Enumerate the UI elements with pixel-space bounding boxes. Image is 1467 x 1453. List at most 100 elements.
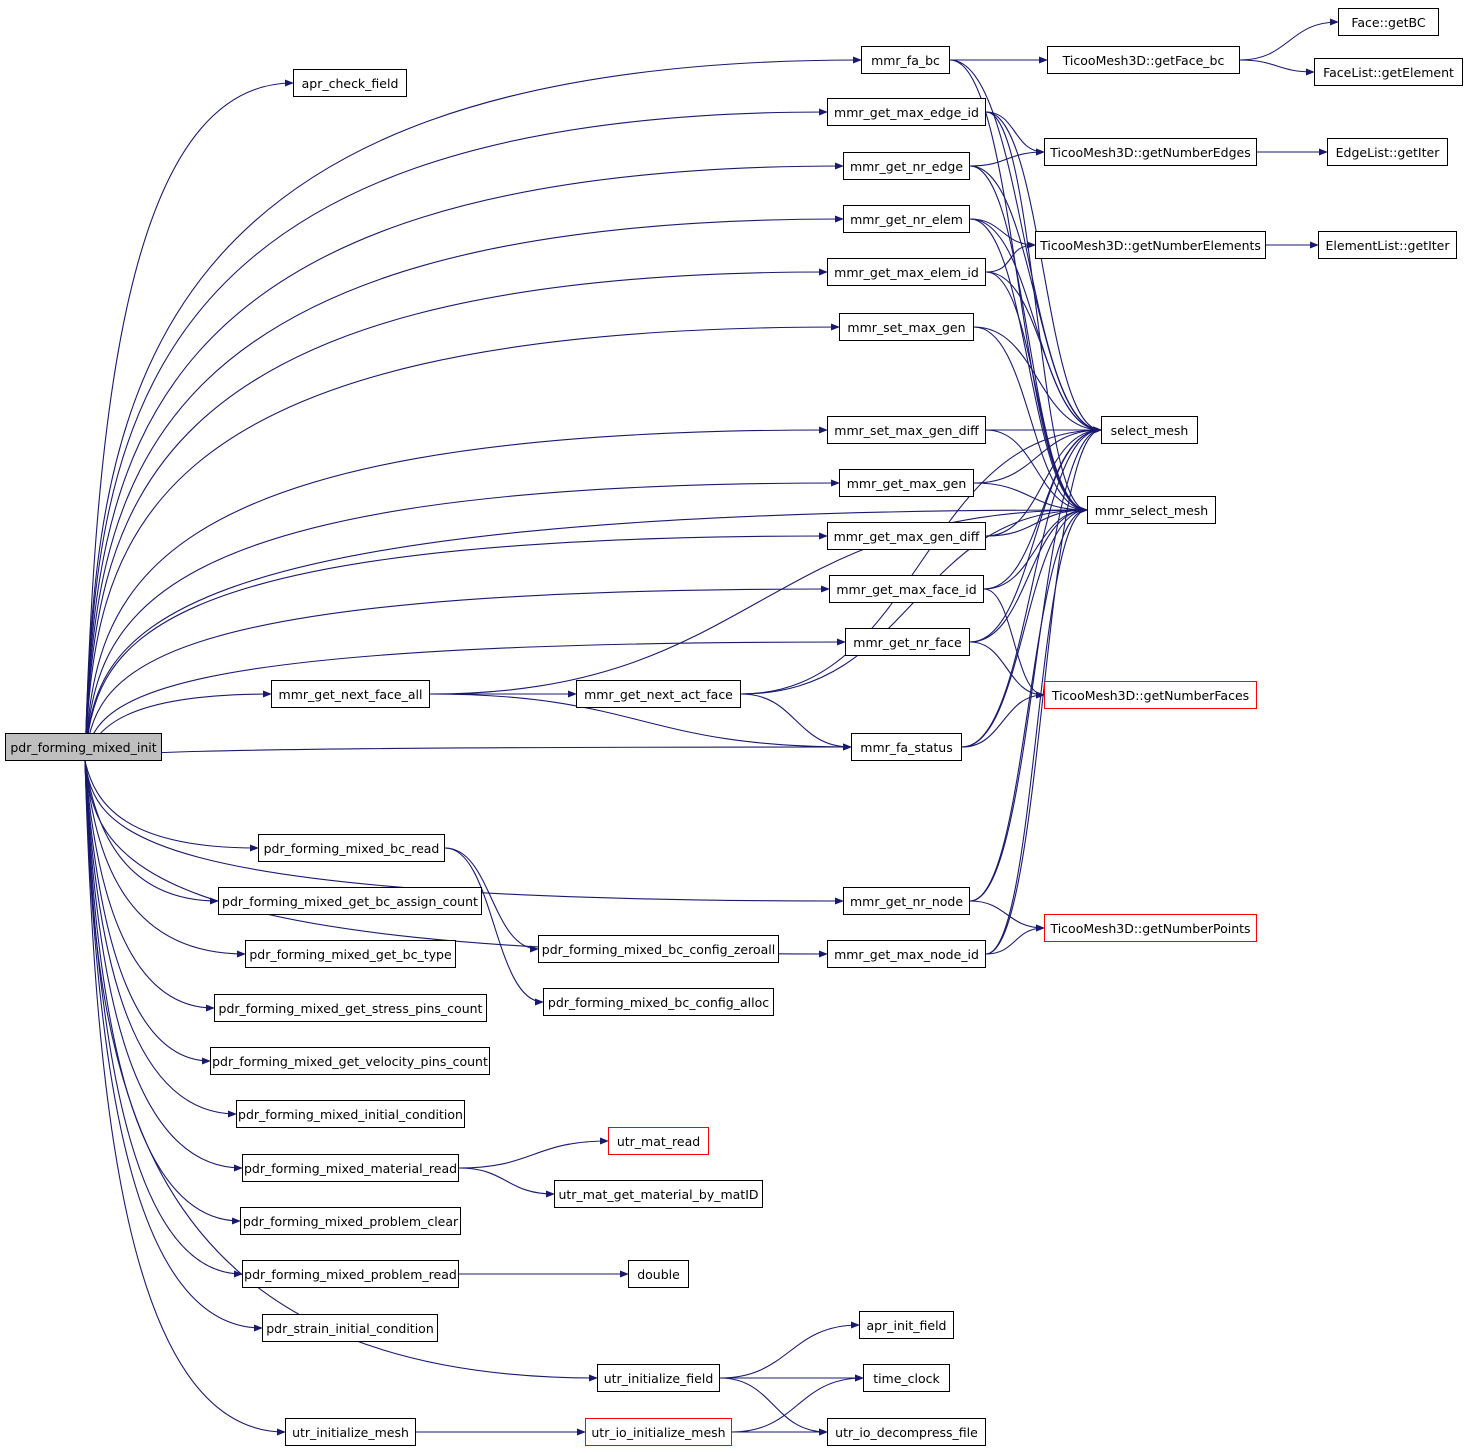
node-pdr-forming-mixed-get-stress-pins-count[interactable]: pdr_forming_mixed_get_stress_pins_count	[214, 994, 487, 1022]
edge-root-to-mmr-get-max-gen-diff	[84, 532, 828, 762]
edge-root-to-pdr-forming-mixed-get-stress-pins-count	[84, 760, 215, 1012]
node-pdr-forming-mixed-get-bc-type[interactable]: pdr_forming_mixed_get_bc_type	[245, 940, 456, 968]
node-mmr-get-max-face-id[interactable]: mmr_get_max_face_id	[829, 575, 984, 603]
edge-root-to-mmr-fa-bc	[84, 56, 862, 762]
edge-root-to-mmr-get-max-edge-id	[84, 108, 828, 762]
edge-root-to-mmr-get-max-face-id	[84, 585, 830, 762]
edge-mmr-get-nr-edge-to-select-mesh	[969, 165, 1102, 434]
edge-mmr-get-max-elem-id-to-select-mesh	[985, 271, 1102, 434]
node-utr-io-decompress-file[interactable]: utr_io_decompress_file	[827, 1418, 986, 1446]
edge-mmr-get-max-edge-id-to-getnumberedges	[985, 111, 1045, 156]
edge-root-to-mmr-get-max-elem-id	[84, 268, 828, 762]
node-pdr-forming-mixed-initial-condition[interactable]: pdr_forming_mixed_initial_condition	[236, 1100, 465, 1128]
node-select-mesh[interactable]: select_mesh	[1101, 416, 1198, 444]
node-time-clock[interactable]: time_clock	[863, 1364, 950, 1392]
node-mmr-fa-bc[interactable]: mmr_fa_bc	[861, 46, 950, 74]
edge-pdr-forming-mixed-material-read-to-utr-mat-get-material-by-matid	[458, 1167, 555, 1198]
node-mmr-get-nr-node[interactable]: mmr_get_nr_node	[843, 887, 970, 915]
edge-getface-bc-to-facelist-getelement	[1239, 59, 1315, 76]
node-mmr-get-nr-face[interactable]: mmr_get_nr_face	[845, 628, 970, 656]
node-mmr-get-nr-elem[interactable]: mmr_get_nr_elem	[843, 205, 970, 233]
node-face-getbc[interactable]: Face::getBC	[1338, 8, 1439, 36]
node-utr-initialize-mesh[interactable]: utr_initialize_mesh	[285, 1418, 416, 1446]
node-utr-mat-read[interactable]: utr_mat_read	[608, 1127, 709, 1155]
edge-pdr-forming-mixed-material-read-to-utr-mat-read	[458, 1137, 609, 1169]
edge-root-to-utr-initialize-mesh	[84, 760, 286, 1436]
node-pdr-strain-initial-condition[interactable]: pdr_strain_initial_condition	[262, 1314, 438, 1342]
edge-mmr-get-next-face-all-to-mmr-fa-status	[429, 693, 852, 751]
node-mmr-get-max-elem-id[interactable]: mmr_get_max_elem_id	[827, 258, 986, 286]
edge-mmr-set-max-gen-to-mmr-select-mesh	[973, 326, 1088, 514]
edge-getface-bc-to-face-getbc	[1239, 18, 1339, 61]
edge-root-to-pdr-strain-initial-condition	[84, 760, 263, 1332]
edge-pdr-forming-mixed-bc-read-to-pdr-forming-mixed-bc-config-zeroall	[444, 847, 539, 953]
edge-root-to-pdr-forming-mixed-bc-read	[84, 760, 259, 852]
node-mmr-get-next-face-all[interactable]: mmr_get_next_face_all	[271, 680, 430, 708]
edge-mmr-get-max-edge-id-to-mmr-select-mesh	[985, 111, 1088, 514]
node-edgelist-getiter[interactable]: EdgeList::getIter	[1327, 138, 1448, 166]
edge-mmr-get-max-gen-diff-to-select-mesh	[985, 426, 1102, 537]
edge-root-to-mmr-get-nr-elem	[84, 215, 844, 762]
edge-root-to-pdr-forming-mixed-material-read	[84, 760, 243, 1172]
node-mmr-get-nr-edge[interactable]: mmr_get_nr_edge	[843, 152, 970, 180]
node-pdr-forming-mixed-problem-clear[interactable]: pdr_forming_mixed_problem_clear	[240, 1207, 461, 1235]
node-mmr-select-mesh[interactable]: mmr_select_mesh	[1087, 496, 1216, 524]
node-pdr-forming-mixed-get-velocity-pins-count[interactable]: pdr_forming_mixed_get_velocity_pins_coun…	[210, 1047, 490, 1075]
node-utr-mat-get-material-by-matid[interactable]: utr_mat_get_material_by_matID	[554, 1180, 763, 1208]
edge-mmr-get-next-act-face-to-mmr-fa-status	[740, 693, 852, 751]
node-facelist-getelement[interactable]: FaceList::getElement	[1314, 58, 1463, 86]
edge-mmr-get-max-node-id-to-mmr-select-mesh	[985, 506, 1088, 955]
node-mmr-get-max-edge-id[interactable]: mmr_get_max_edge_id	[827, 98, 986, 126]
node-pdr-forming-mixed-bc-read[interactable]: pdr_forming_mixed_bc_read	[258, 834, 445, 862]
node-mmr-set-max-gen-diff[interactable]: mmr_set_max_gen_diff	[827, 416, 986, 444]
node-pdr-forming-mixed-material-read[interactable]: pdr_forming_mixed_material_read	[242, 1154, 459, 1182]
node-mmr-fa-status[interactable]: mmr_fa_status	[851, 733, 962, 761]
node-ticoomesh3d-getface-bc[interactable]: TicooMesh3D::getFace_bc	[1047, 46, 1240, 74]
node-ticoomesh3d-getnumberfaces[interactable]: TicooMesh3D::getNumberFaces	[1044, 681, 1257, 709]
edge-root-to-apr-check-field	[84, 79, 294, 762]
edge-mmr-get-nr-face-to-getnumberfaces	[969, 641, 1045, 699]
node-mmr-get-next-act-face[interactable]: mmr_get_next_act_face	[576, 680, 741, 708]
node-pdr-forming-mixed-bc-config-alloc[interactable]: pdr_forming_mixed_bc_config_alloc	[543, 988, 774, 1016]
node-pdr-forming-mixed-problem-read[interactable]: pdr_forming_mixed_problem_read	[242, 1260, 459, 1288]
node-elementlist-getiter[interactable]: ElementList::getIter	[1318, 231, 1457, 259]
node-pdr-forming-mixed-bc-config-zeroall[interactable]: pdr_forming_mixed_bc_config_zeroall	[538, 935, 779, 963]
edge-root-to-pdr-forming-mixed-get-bc-type	[84, 760, 246, 958]
edge-mmr-fa-status-to-getnumberfaces	[961, 691, 1045, 748]
node-ticoomesh3d-getnumberelements[interactable]: TicooMesh3D::getNumberElements	[1035, 231, 1266, 259]
edge-root-to-mmr-set-max-gen	[84, 323, 840, 762]
edge-utr-initialize-field-to-apr-init-field	[719, 1321, 860, 1379]
node-ticoomesh3d-getnumberpoints[interactable]: TicooMesh3D::getNumberPoints	[1044, 914, 1257, 942]
edge-mmr-set-max-gen-to-select-mesh	[973, 326, 1102, 434]
node-utr-initialize-field[interactable]: utr_initialize_field	[597, 1364, 720, 1392]
edge-pdr-forming-mixed-bc-read-to-pdr-forming-mixed-bc-config-alloc	[444, 847, 544, 1006]
edge-mmr-get-max-elem-id-to-getnumberelements	[985, 241, 1036, 273]
edge-root-to-pdr-forming-mixed-get-bc-assign-count	[84, 760, 219, 905]
node-mmr-get-max-gen-diff[interactable]: mmr_get_max_gen_diff	[827, 522, 986, 550]
edge-root-to-mmr-get-nr-edge	[84, 162, 844, 762]
edge-mmr-get-nr-edge-to-getnumberedges	[969, 148, 1045, 167]
node-utr-io-initialize-mesh[interactable]: utr_io_initialize_mesh	[585, 1418, 732, 1446]
edge-root-to-pdr-forming-mixed-get-velocity-pins-count	[84, 760, 211, 1065]
node-double[interactable]: double	[628, 1260, 689, 1288]
edge-root-to-utr-initialize-field	[84, 760, 598, 1382]
edge-mmr-get-max-node-id-to-select-mesh	[985, 426, 1102, 955]
node-mmr-set-max-gen[interactable]: mmr_set_max_gen	[839, 313, 974, 341]
edge-mmr-get-nr-face-to-mmr-select-mesh	[969, 506, 1088, 643]
node-apr-check-field[interactable]: apr_check_field	[293, 69, 407, 97]
edge-mmr-get-next-face-all-to-mmr-select-mesh	[429, 506, 1088, 695]
node-pdr-forming-mixed-init: pdr_forming_mixed_init	[5, 733, 162, 761]
edge-utr-io-initialize-mesh-to-time-clock	[731, 1374, 864, 1433]
edge-mmr-get-max-face-id-to-mmr-select-mesh	[983, 506, 1088, 590]
edge-root-to-pdr-forming-mixed-problem-read	[84, 760, 243, 1278]
node-mmr-get-max-gen[interactable]: mmr_get_max_gen	[839, 469, 974, 497]
edge-mmr-get-max-face-id-to-getnumberfaces	[983, 588, 1045, 699]
node-mmr-get-max-node-id[interactable]: mmr_get_max_node_id	[827, 940, 986, 968]
node-apr-init-field[interactable]: apr_init_field	[859, 1311, 954, 1339]
node-ticoomesh3d-getnumberedges[interactable]: TicooMesh3D::getNumberEdges	[1044, 138, 1257, 166]
node-pdr-forming-mixed-get-bc-assign-count[interactable]: pdr_forming_mixed_get_bc_assign_count	[218, 887, 482, 915]
edge-mmr-get-nr-face-to-select-mesh	[969, 426, 1102, 643]
edge-mmr-get-nr-node-to-select-mesh	[969, 426, 1102, 902]
